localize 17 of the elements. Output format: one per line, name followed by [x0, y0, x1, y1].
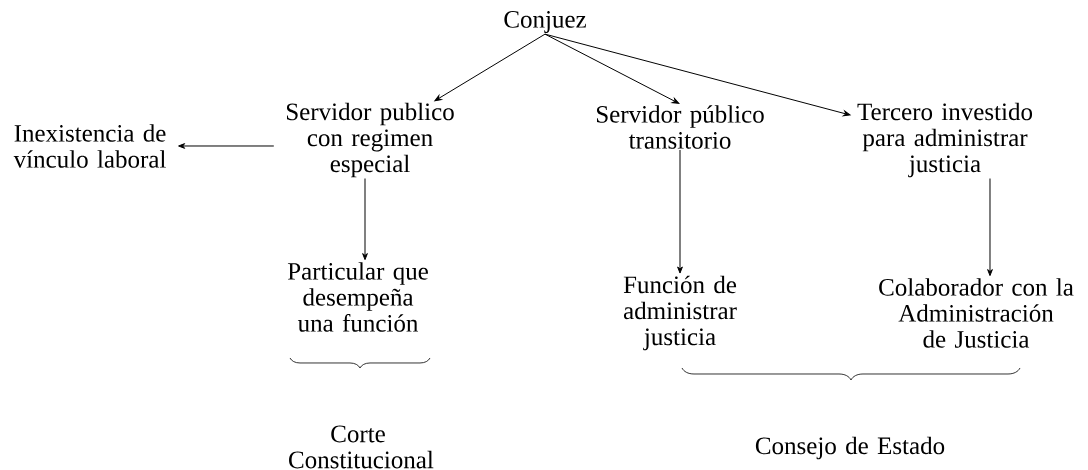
arrow — [178, 143, 275, 149]
node-label: Servidor publico con regimen especial — [287, 102, 454, 178]
node-label: Particular que desempeña una función — [287, 262, 428, 332]
node-label: Corte Constitucional — [289, 425, 434, 469]
node-label: Función de administrar justicia — [623, 275, 737, 351]
node-label: Consejo de Estado — [755, 436, 945, 460]
arrow — [434, 33, 546, 102]
node-label: Colaborador con la Administración de Justicia — [879, 278, 1074, 348]
arrow — [987, 178, 993, 277]
arrow — [544, 33, 680, 104]
node-label: Tercero investido para administrar justicia — [857, 102, 1033, 178]
arrow — [362, 178, 368, 261]
arrow — [677, 149, 683, 274]
node-label: Servidor público transitorio — [596, 105, 764, 149]
node-label: Conjuez — [504, 11, 586, 33]
node-label: Inexistencia de vínculo laboral — [13, 124, 166, 168]
arrow — [544, 33, 851, 117]
